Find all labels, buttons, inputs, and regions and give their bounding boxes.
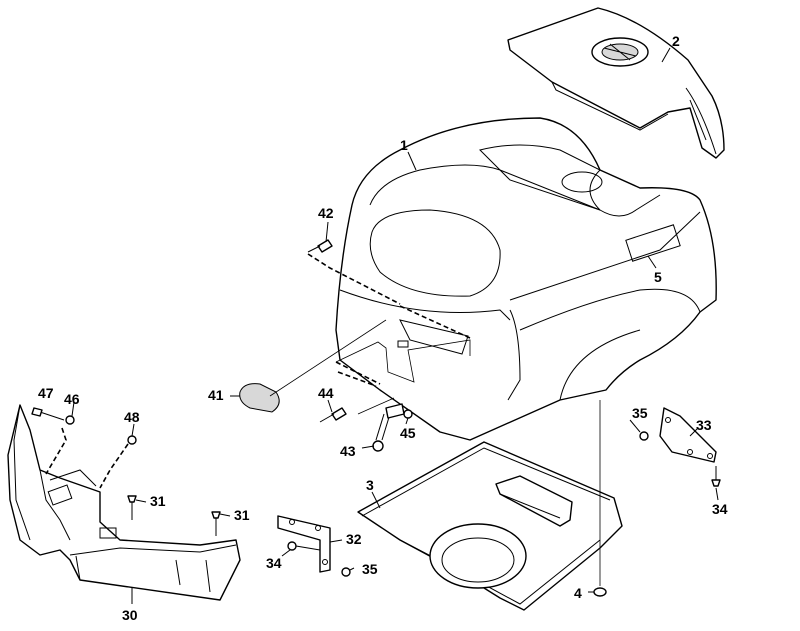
callout-32: 32 <box>346 531 362 547</box>
leader-lines <box>71 47 719 604</box>
part-1-hood <box>335 117 717 441</box>
callout-44: 44 <box>318 385 334 401</box>
part-46-nut <box>65 415 75 425</box>
callout-31-b: 31 <box>234 507 250 523</box>
callout-2: 2 <box>672 33 680 49</box>
part-47-screw <box>31 407 65 421</box>
part-45-washer <box>403 409 413 419</box>
part-31-screw-b <box>211 511 221 536</box>
callout-35-b: 35 <box>632 405 648 421</box>
callout-4: 4 <box>574 585 582 601</box>
callout-46: 46 <box>64 391 80 407</box>
callout-41: 41 <box>208 387 224 403</box>
callout-1: 1 <box>400 137 408 153</box>
callout-30: 30 <box>122 607 138 623</box>
part-42-screw <box>307 239 333 253</box>
callout-35-a: 35 <box>362 561 378 577</box>
part-31-screw-a <box>127 495 137 520</box>
callout-labels: 1 2 3 4 5 30 31 31 32 33 34 34 35 35 41 … <box>38 33 728 623</box>
callout-43: 43 <box>340 443 356 459</box>
callout-47: 47 <box>38 385 54 401</box>
callout-48: 48 <box>124 409 140 425</box>
callout-34-a: 34 <box>266 555 282 571</box>
part-4-washer <box>593 587 607 597</box>
part-35-nut-left <box>341 567 351 577</box>
part-3-bottom-plate <box>357 441 623 611</box>
part-35-nut-right <box>639 431 649 441</box>
part-44-screw <box>319 407 347 423</box>
callout-45: 45 <box>400 425 416 441</box>
part-34-screw-right <box>711 466 721 487</box>
part-41-lens <box>239 383 280 413</box>
callout-3: 3 <box>366 477 374 493</box>
part-32-bracket-left <box>277 515 331 573</box>
assembly-lines <box>45 253 601 586</box>
part-34-screw-left <box>287 541 321 551</box>
callout-42: 42 <box>318 205 334 221</box>
callout-31-a: 31 <box>150 493 166 509</box>
part-2-top-cover <box>507 7 725 159</box>
part-30-front-bumper <box>7 404 241 601</box>
callout-33: 33 <box>696 417 712 433</box>
part-48-washer <box>127 435 137 445</box>
part-33-bracket-right <box>659 407 717 463</box>
callout-34-b: 34 <box>712 501 728 517</box>
callout-5: 5 <box>654 269 662 285</box>
